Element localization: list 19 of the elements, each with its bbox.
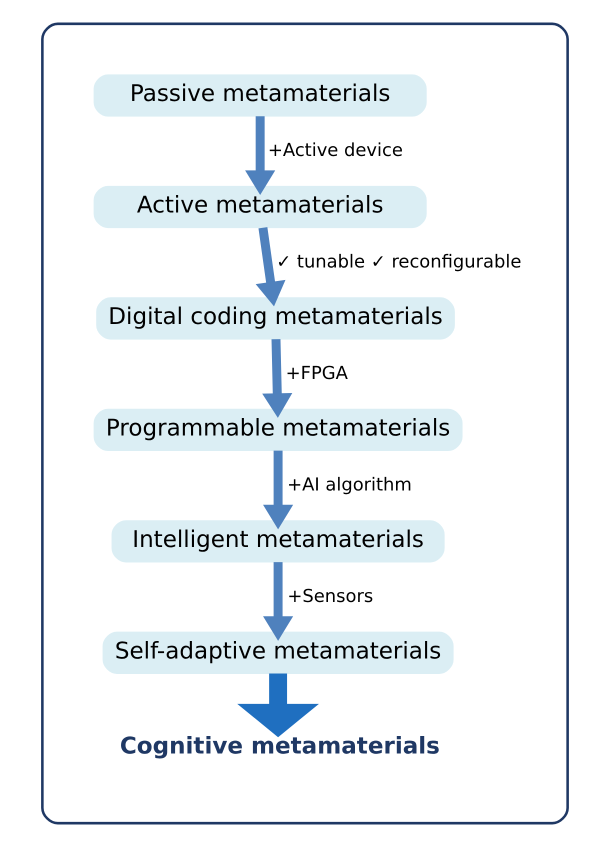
edge-label: ✓ tunable ✓ reconfigurable xyxy=(276,251,521,272)
node-box: Digital coding metamaterials xyxy=(96,297,454,340)
arrow xyxy=(244,116,275,195)
arrow xyxy=(262,450,293,530)
node-box: Active metamaterials xyxy=(93,186,426,228)
arrow xyxy=(236,673,318,738)
node-text: Cognitive metamaterials xyxy=(119,733,440,760)
cluster xyxy=(40,22,568,824)
edge-label: +Active device xyxy=(267,140,402,162)
arrow xyxy=(262,339,292,418)
node-box: Intelligent metamaterials xyxy=(111,520,444,562)
edge-label: +Sensors xyxy=(286,586,373,607)
node-box: Passive metamaterials xyxy=(93,74,426,117)
edge-label: +AI algorithm xyxy=(286,474,412,496)
arrow xyxy=(262,562,293,641)
edge-label: +FPGA xyxy=(285,362,348,384)
node-box: Programmable metamaterials xyxy=(93,408,462,452)
node-box: Self-adaptive metamaterials xyxy=(102,632,454,674)
arrow xyxy=(255,227,285,306)
